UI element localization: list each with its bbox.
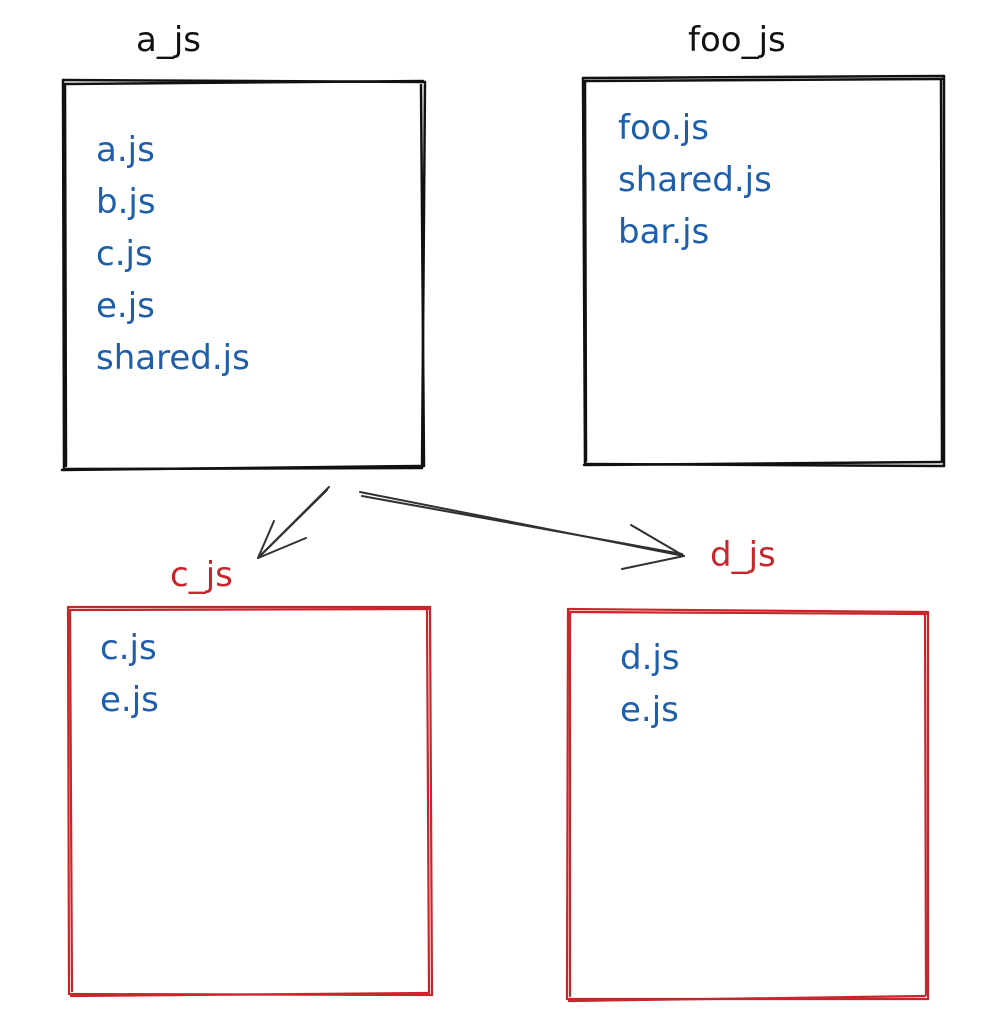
bundle-file-list-foo-js: foo.js shared.js bar.js <box>618 102 772 258</box>
c-js-box <box>66 605 434 998</box>
file-item-a-js-shared: shared.js <box>96 338 250 378</box>
file-item-a-js-a: a.js <box>96 130 155 170</box>
file-item-foo-js-foo: foo.js <box>618 108 709 148</box>
file-item-d-js-d: d.js <box>620 638 680 678</box>
d-js-box <box>565 607 930 1003</box>
file-item-a-js-c: c.js <box>96 234 153 274</box>
file-item-d-js-e: e.js <box>620 690 679 730</box>
bundle-file-list-d-js: d.js e.js <box>620 632 680 736</box>
bundle-title-a-js: a_js <box>136 20 201 60</box>
a-js-box <box>60 78 427 472</box>
arrow-a-to-d <box>359 491 685 570</box>
bundle-file-list-c-js: c.js e.js <box>100 622 159 726</box>
foo-js-box <box>581 74 946 468</box>
file-item-a-js-b: b.js <box>96 182 156 222</box>
bundle-title-d-js: d_js <box>710 535 776 575</box>
file-item-c-js-e: e.js <box>100 680 159 720</box>
arrow-a-to-c <box>257 486 330 559</box>
bundle-file-list-a-js: a.js b.js c.js e.js shared.js <box>96 124 250 384</box>
file-item-c-js-c: c.js <box>100 628 157 668</box>
bundle-title-foo-js: foo_js <box>688 20 786 60</box>
bundle-title-c-js: c_js <box>170 555 233 595</box>
file-item-foo-js-bar: bar.js <box>618 212 710 252</box>
file-item-foo-js-shared: shared.js <box>618 160 772 200</box>
file-item-a-js-e: e.js <box>96 286 155 326</box>
